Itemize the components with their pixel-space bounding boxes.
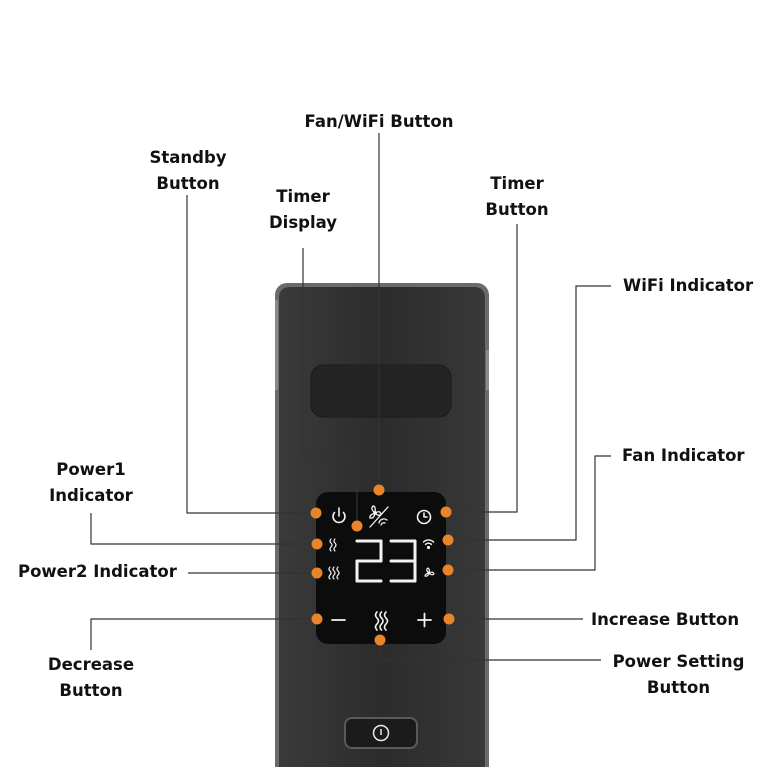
device-side-highlight-left bbox=[275, 300, 278, 390]
fan-wifi-icon[interactable] bbox=[369, 505, 389, 528]
power-circle-icon[interactable] bbox=[372, 724, 390, 742]
label-fan-indicator: Fan Indicator bbox=[622, 446, 745, 465]
plus-icon[interactable] bbox=[417, 612, 432, 628]
marker-fan-wifi bbox=[373, 484, 385, 496]
markers bbox=[310, 484, 455, 646]
marker-standby bbox=[310, 507, 322, 519]
panel-glyphs bbox=[328, 505, 435, 631]
leader-lines bbox=[90, 133, 611, 661]
leader-power1 bbox=[90, 513, 317, 545]
label-power1-indicator: Power1 Indicator bbox=[49, 460, 133, 505]
marker-timer-display bbox=[351, 520, 363, 532]
control-panel bbox=[316, 492, 446, 644]
label-power2-indicator: Power2 Indicator bbox=[18, 562, 177, 581]
marker-power1 bbox=[311, 538, 323, 550]
label-increase-button: Increase Button bbox=[591, 610, 740, 629]
clock-icon[interactable] bbox=[416, 509, 432, 525]
marker-power-setting bbox=[374, 634, 386, 646]
bottom-power-button[interactable] bbox=[344, 717, 418, 749]
leader-fan bbox=[448, 455, 611, 571]
label-timer-button: Timer Button bbox=[485, 174, 549, 219]
label-fan-wifi-button: Fan/WiFi Button bbox=[304, 112, 454, 131]
power-icon[interactable] bbox=[332, 507, 346, 524]
leader-standby bbox=[186, 195, 315, 514]
label-standby-button: Standby Button bbox=[149, 148, 227, 193]
marker-timer-button bbox=[440, 506, 452, 518]
label-wifi-indicator: WiFi Indicator bbox=[623, 276, 754, 295]
device-side-highlight-right bbox=[486, 350, 489, 390]
leader-power-setting bbox=[379, 640, 601, 661]
marker-increase bbox=[443, 613, 455, 625]
heat-waves-icon[interactable] bbox=[374, 611, 389, 631]
heat-waves-3-icon bbox=[328, 566, 340, 580]
marker-fan bbox=[442, 564, 454, 576]
leader-timer-display bbox=[302, 248, 358, 526]
leader-wifi bbox=[448, 285, 611, 541]
leader-decrease bbox=[90, 618, 317, 650]
heater-device bbox=[275, 283, 489, 767]
fan-icon bbox=[424, 567, 435, 577]
wifi-icon bbox=[422, 539, 435, 550]
label-decrease-button: Decrease Button bbox=[47, 655, 135, 700]
marker-wifi bbox=[442, 534, 454, 546]
leader-timer-button bbox=[446, 224, 518, 513]
label-timer-display: Timer Display bbox=[268, 187, 338, 232]
marker-power2 bbox=[311, 567, 323, 579]
timer-display-digits bbox=[355, 539, 417, 583]
marker-decrease bbox=[311, 613, 323, 625]
label-power-setting-button: Power Setting Button bbox=[612, 652, 745, 697]
device-top-window bbox=[310, 364, 452, 418]
heat-waves-2-icon bbox=[329, 538, 337, 552]
